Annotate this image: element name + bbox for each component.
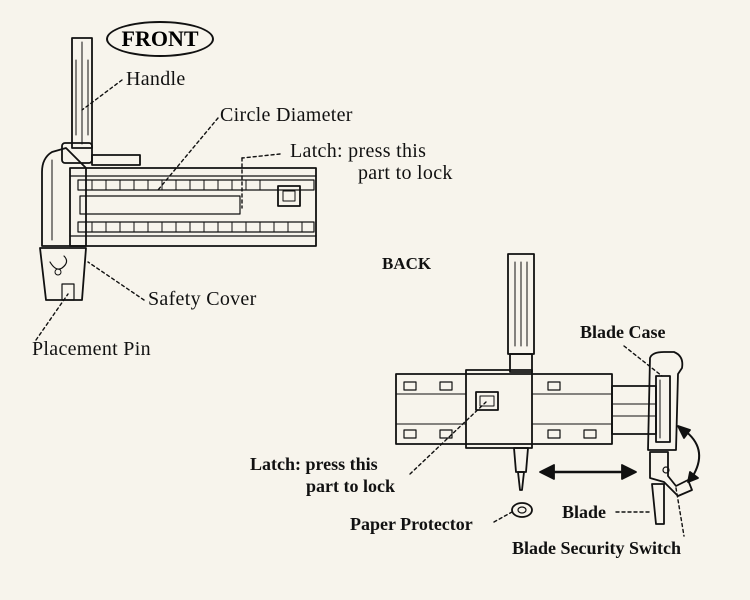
back-switch-shape: [649, 451, 693, 497]
back-bar-shape: [395, 373, 613, 445]
label-blade: Blade: [562, 502, 607, 522]
front-arm-shape: [69, 167, 317, 247]
back-paper-protector-shape: [511, 502, 533, 518]
back-title: BACK: [382, 254, 432, 273]
label-blade-security-switch: Blade Security Switch: [512, 538, 681, 558]
label-front-latch-line1: Latch: press this: [290, 140, 427, 162]
back-blade-case-shape: [647, 351, 684, 451]
label-blade-case: Blade Case: [580, 322, 666, 342]
label-back-latch-line2: part to lock: [306, 476, 395, 496]
front-safety-cover-shape: [39, 247, 87, 301]
back-tool-drawing: [395, 253, 701, 525]
label-circle-diameter: Circle Diameter: [220, 104, 353, 126]
label-placement-pin: Placement Pin: [32, 338, 151, 360]
front-latch-shape: [277, 185, 301, 207]
front-tool-drawing: [39, 37, 317, 301]
label-handle: Handle: [126, 68, 186, 90]
back-housing-shape: [465, 369, 533, 449]
label-paper-protector: Paper Protector: [350, 514, 473, 534]
front-body-shape: [41, 147, 87, 247]
label-back-latch-line1: Latch: press this: [250, 454, 378, 474]
front-handle-shape: [71, 37, 93, 149]
back-latch-shape: [475, 391, 499, 411]
back-blade-shape: [651, 483, 665, 525]
label-safety-cover: Safety Cover: [148, 288, 257, 310]
front-badge: FRONT: [106, 21, 214, 57]
label-front-latch-line2: part to lock: [358, 162, 453, 184]
